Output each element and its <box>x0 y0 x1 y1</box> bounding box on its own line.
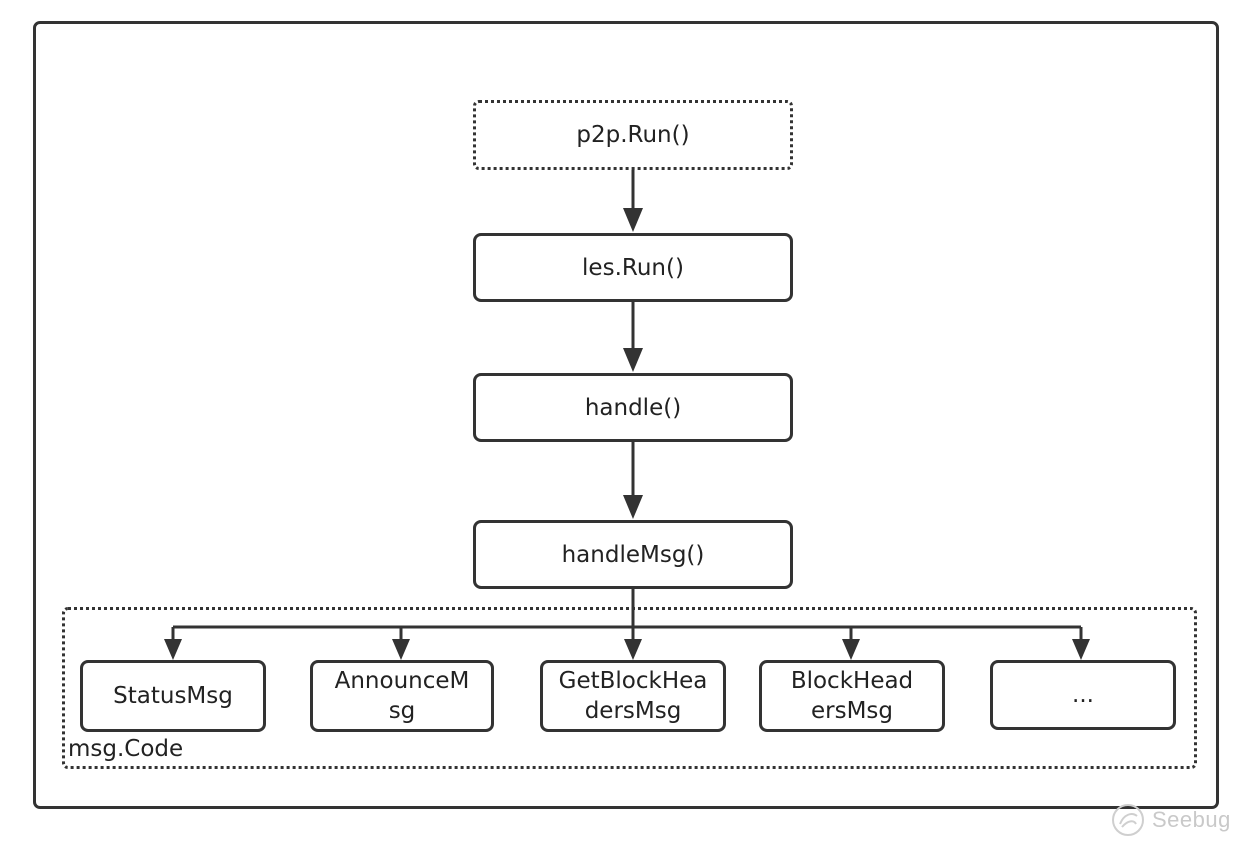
node-getblockheadersmsg-label: GetBlockHeadersMsg <box>558 668 708 724</box>
node-blockheadersmsg: BlockHeadersMsg <box>759 660 945 732</box>
arrowhead-announcemsg <box>392 639 410 660</box>
node-p2p-run: p2p.Run() <box>473 100 793 170</box>
arrowhead-statusmsg <box>164 639 182 660</box>
node-handlemsg-label: handleMsg() <box>561 541 705 568</box>
msg-code-label: msg.Code <box>68 736 184 762</box>
node-handlemsg: handleMsg() <box>473 520 793 589</box>
node-handle: handle() <box>473 373 793 442</box>
seebug-watermark: Seebug <box>1110 800 1240 840</box>
arrowhead-blockheadersmsg <box>842 639 860 660</box>
arrowhead-les <box>623 208 643 232</box>
node-p2p-run-label: p2p.Run() <box>576 122 690 148</box>
msg-code-group <box>62 607 1197 769</box>
arrowhead-getblockheadersmsg <box>624 639 642 660</box>
seebug-watermark-text: Seebug <box>1152 807 1231 832</box>
diagram-frame <box>33 21 1219 809</box>
node-statusmsg-label: StatusMsg <box>113 683 233 709</box>
node-getblockheadersmsg: GetBlockHeadersMsg <box>540 660 726 732</box>
seebug-logo-icon <box>1112 804 1144 836</box>
node-les-run-label: les.Run() <box>582 254 684 281</box>
arrowhead-handle <box>623 348 643 372</box>
node-more-messages: ... <box>990 660 1176 730</box>
node-les-run: les.Run() <box>473 233 793 302</box>
node-announcemsg-label: AnnounceMsg <box>334 668 470 724</box>
node-more-messages-label: ... <box>1072 682 1094 708</box>
node-statusmsg: StatusMsg <box>80 660 266 732</box>
node-blockheadersmsg-label: BlockHeadersMsg <box>790 668 914 724</box>
node-announcemsg: AnnounceMsg <box>310 660 494 732</box>
arrowhead-handlemsg <box>623 495 643 519</box>
node-handle-label: handle() <box>584 394 682 421</box>
arrowhead-more <box>1072 639 1090 660</box>
